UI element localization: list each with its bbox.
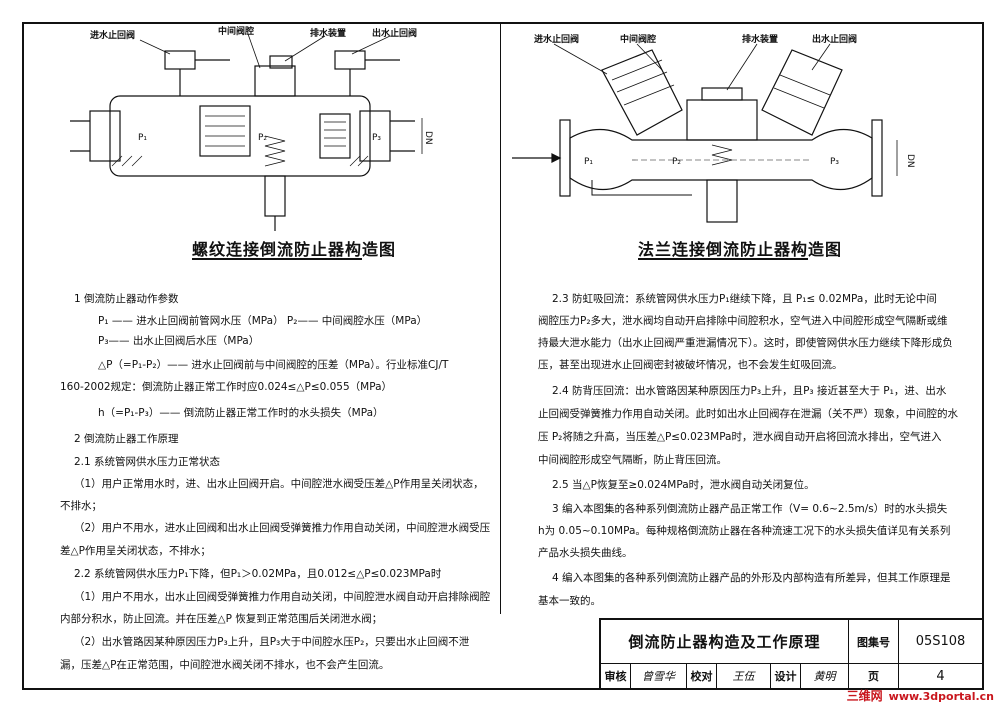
right-label-p1: P₁ <box>584 157 593 167</box>
text-line: 产品水头损失曲线。 <box>538 547 633 559</box>
right-label-drain-device: 排水装置 <box>742 33 778 45</box>
text-line: 基本一致的。 <box>538 595 601 607</box>
text-line: （1）用户不用水，出水止回阀受弹簧推力作用自动关闭，中间腔泄水阀自动开启排除阀腔 <box>74 591 491 603</box>
text-line: 160-2002规定：倒流防止器正常工作时应0.024≤△P≤0.055（MPa… <box>60 381 393 393</box>
left-label-drain-device: 排水装置 <box>310 27 346 39</box>
right-label-p3: P₃ <box>830 157 839 167</box>
site-watermark: 三维网 www.3dportal.cn <box>847 687 994 704</box>
text-line: 阀腔压力P₂多大，泄水阀均自动开启排除中间腔积水，空气进入中间腔形成空气隔断或维 <box>538 315 948 327</box>
text-line: 止回阀受弹簧推力作用自动关闭。此时如出水止回阀存在泄漏（关不严）现象，中间腔的水 <box>538 408 958 420</box>
atlas-number: 05S108 <box>899 620 982 664</box>
flanged-caption-underline <box>638 258 808 260</box>
check-signature: 王伍 <box>717 664 771 688</box>
watermark-brand: 三维网 <box>846 689 883 703</box>
text-line: 2.3 防虹吸回流：系统管网供水压力P₁继续下降，且 P₁≤ 0.02MPa，此… <box>552 293 937 305</box>
review-signature: 曾雪华 <box>631 664 687 688</box>
text-line: 4 编入本图集的各种系列倒流防止器产品的外形及内部构造有所差异，但其工作原理是 <box>552 572 951 584</box>
threaded-diagram-caption: 螺纹连接倒流防止器构造图 <box>192 240 397 259</box>
right-label-middle-chamber: 中间阀腔 <box>620 33 656 45</box>
right-label-inlet-check-valve: 进水止回阀 <box>534 33 579 45</box>
text-line: P₃—— 出水止回阀后水压（MPa） <box>98 335 260 347</box>
drawing-title: 倒流防止器构造及工作原理 <box>601 620 849 664</box>
flanged-backflow-preventer-diagram: 进水止回阀 中间阀腔 排水装置 出水止回阀 P₁ P₂ P₃ DN <box>512 33 915 223</box>
text-line: 2 倒流防止器工作原理 <box>74 433 179 445</box>
check-label: 校对 <box>687 664 717 688</box>
column-divider <box>500 24 501 614</box>
text-line: P₁ —— 进水止回阀前管网水压（MPa） P₂—— 中间阀腔水压（MPa） <box>98 315 428 327</box>
text-line: 压，甚至出现进水止回阀密封被破坏情况，也不会发生虹吸回流。 <box>538 359 843 371</box>
title-block: 倒流防止器构造及工作原理 图集号 05S108 审核 曾雪华 校对 王伍 设计 … <box>599 618 982 688</box>
text-line: （2）出水管路因某种原因压力P₃上升，且P₃大于中间腔水压P₂，只要出水止回阀不… <box>74 636 470 648</box>
threaded-backflow-preventer-diagram: 进水止回阀 中间阀腔 排水装置 出水止回阀 P₁ P₂ P₃ DN <box>70 26 433 231</box>
right-label-outlet-check-valve: 出水止回阀 <box>812 33 857 45</box>
text-line: 3 编入本图集的各种系列倒流防止器产品正常工作（V= 0.6~2.5m/s）时的… <box>552 503 948 515</box>
page-number: 4 <box>936 668 945 684</box>
text-line: 漏，压差△P在正常范围，中间腔泄水阀关闭不排水，也不会产生回流。 <box>60 659 390 671</box>
text-line: 1 倒流防止器动作参数 <box>74 293 179 305</box>
text-line: 2.1 系统管网供水压力正常状态 <box>74 456 221 468</box>
text-line: 差△P作用呈关闭状态，不排水； <box>60 545 211 557</box>
flanged-diagram-caption: 法兰连接倒流防止器构造图 <box>638 240 843 259</box>
left-label-outlet-check-valve: 出水止回阀 <box>372 27 417 39</box>
design-signature: 黄明 <box>801 664 849 688</box>
right-label-p2: P₂ <box>672 157 681 167</box>
page-label: 页 <box>849 664 899 688</box>
left-label-middle-chamber: 中间阀腔 <box>218 26 254 37</box>
review-label: 审核 <box>601 664 631 688</box>
text-line: 2.5 当△P恢复至≥0.024MPa时，泄水阀自动关闭复位。 <box>552 479 815 491</box>
text-line: （1）用户正常用水时，进、出水止回阀开启。中间腔泄水阀受压差△P作用呈关闭状态， <box>74 478 484 490</box>
right-label-dn: DN <box>905 154 915 168</box>
text-line: 不排水； <box>60 500 102 512</box>
threaded-caption-underline <box>192 258 362 260</box>
text-line: △P（=P₁-P₂）—— 进水止回阀前与中间阀腔的压差（MPa）。行业标准CJ/… <box>98 359 449 371</box>
text-line: 中间阀腔形成空气隔断，防止背压回流。 <box>538 454 727 466</box>
drawing-frame <box>22 22 984 690</box>
text-line: h（=P₁-P₃）—— 倒流防止器正常工作时的水头损失（MPa） <box>98 407 384 419</box>
watermark-url: www.3dportal.cn <box>888 690 994 703</box>
text-line: h为 0.05~0.10MPa。每种规格倒流防止器在各种流速工况下的水头损失值详… <box>538 525 951 537</box>
left-label-inlet-check-valve: 进水止回阀 <box>90 29 135 41</box>
text-line: （2）用户不用水，进水止回阀和出水止回阀受弹簧推力作用自动关闭，中间腔泄水阀受压 <box>74 522 491 534</box>
design-label: 设计 <box>771 664 801 688</box>
text-line: 压 P₂将随之升高，当压差△P≤0.023MPa时，泄水阀自动开启将回流水排出，… <box>538 431 942 443</box>
left-label-p2: P₂ <box>258 133 267 143</box>
text-line: 内部分积水，防止回流。并在压差△P 恢复到正常范围后关闭泄水阀； <box>60 613 383 625</box>
left-label-p1: P₁ <box>138 133 147 143</box>
text-line: 持最大泄水能力（出水止回阀严重泄漏情况下）。这时，即使管网供水压力继续下降形成负 <box>538 337 953 349</box>
left-label-dn: DN <box>423 131 433 145</box>
text-line: 2.4 防背压回流：出水管路因某种原因压力P₃上升，且P₃ 接近甚至大于 P₁，… <box>552 385 947 397</box>
atlas-number-label: 图集号 <box>849 620 899 664</box>
left-label-p3: P₃ <box>372 133 381 143</box>
text-line: 2.2 系统管网供水压力P₁下降，但P₁＞0.02MPa，且0.012≤△P≤0… <box>74 568 442 580</box>
